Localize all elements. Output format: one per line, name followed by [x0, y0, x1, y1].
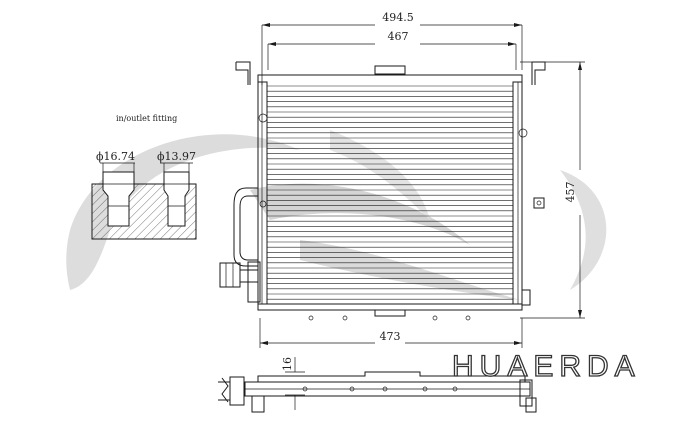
thickness-label: 16 [281, 357, 294, 371]
brand-logo: HUAERDA [452, 350, 641, 383]
condenser-front-view [219, 61, 546, 321]
fitting-right-diameter: ϕ13.97 [157, 150, 196, 163]
height-dimension: 457 [520, 61, 585, 319]
condenser-side-view: 16 [218, 357, 537, 413]
fitting-detail: in/outlet fitting ϕ16.74 ϕ13.97 [91, 114, 197, 240]
height-label: 457 [564, 182, 577, 203]
overall-width-label: 494.5 [382, 11, 414, 24]
fitting-title: in/outlet fitting [116, 114, 177, 123]
condenser-fins [267, 85, 513, 300]
core-width-dimension: 467 [267, 30, 517, 70]
bottom-width-label: 473 [380, 330, 401, 343]
core-width-label: 467 [388, 30, 409, 43]
overall-width-dimension: 494.5 [261, 11, 523, 85]
fitting-left-diameter: ϕ16.74 [96, 150, 135, 163]
bottom-width-dimension: 473 [259, 318, 523, 348]
